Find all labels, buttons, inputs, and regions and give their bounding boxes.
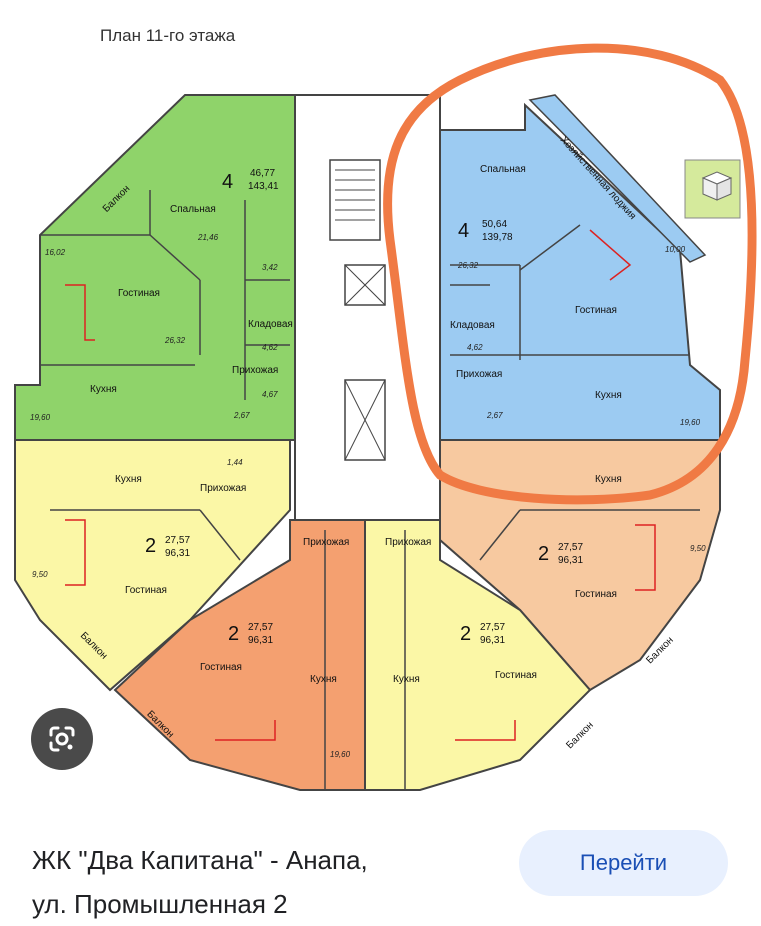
room-label: Прихожая bbox=[385, 537, 431, 548]
area-number: 21,46 bbox=[197, 233, 219, 242]
room-label: Кухня bbox=[310, 674, 337, 685]
area-number: 1,44 bbox=[227, 458, 243, 467]
highlight-circle bbox=[383, 43, 757, 505]
apt-blue-total: 139,78 bbox=[482, 232, 513, 243]
room-label: Кухня bbox=[115, 474, 142, 485]
room-label: Гостиная bbox=[495, 670, 537, 681]
room-label: Кладовая bbox=[450, 320, 495, 331]
utility-loggia bbox=[528, 94, 707, 263]
cube-icon bbox=[701, 171, 733, 201]
area-number: 19,60 bbox=[30, 413, 51, 422]
area-number: 19,60 bbox=[330, 750, 351, 759]
room-label: Спальная bbox=[170, 204, 216, 215]
apt-green-living: 46,77 bbox=[250, 168, 275, 179]
apt-yl-rooms: 2 bbox=[145, 535, 156, 557]
area-number: 4,67 bbox=[262, 390, 278, 399]
apt-yl-living: 27,57 bbox=[165, 535, 190, 546]
google-lens-button[interactable] bbox=[31, 708, 93, 770]
apt-or-total: 96,31 bbox=[248, 635, 273, 646]
apartment-yellow-left bbox=[14, 439, 291, 692]
floor-plan-image[interactable]: 4 46,77 143,41 4 50,64 139,78 2 27,57 96… bbox=[0, 0, 761, 800]
go-button[interactable]: Перейти bbox=[519, 830, 728, 896]
room-label: Гостиная bbox=[125, 585, 167, 596]
caption-line-1: ЖК "Два Капитана" - Анапа, bbox=[32, 845, 368, 875]
area-number: 3,42 bbox=[262, 263, 278, 272]
plan-title: План 11-го этажа bbox=[100, 26, 236, 45]
area-number: 9,50 bbox=[32, 570, 48, 579]
apt-yb-total: 96,31 bbox=[480, 635, 505, 646]
area-number: 26,32 bbox=[457, 261, 479, 270]
room-label: Гостиная bbox=[118, 288, 160, 299]
apt-green-rooms: 4 bbox=[222, 171, 233, 193]
room-label: Прихожая bbox=[303, 537, 349, 548]
room-label: Гостиная bbox=[575, 305, 617, 316]
floor-plan-svg: 4 46,77 143,41 4 50,64 139,78 2 27,57 96… bbox=[14, 43, 757, 791]
area-number: 9,50 bbox=[690, 544, 706, 553]
area-number: 4,62 bbox=[467, 343, 483, 352]
apt-yb-rooms: 2 bbox=[460, 623, 471, 645]
room-label: Кухня bbox=[595, 474, 622, 485]
area-number: 16,02 bbox=[45, 248, 66, 257]
apt-blue-rooms: 4 bbox=[458, 220, 469, 242]
area-number: 4,62 bbox=[262, 343, 278, 352]
caption-line-2: ул. Промышленная 2 bbox=[32, 889, 288, 919]
area-number: 26,32 bbox=[164, 336, 186, 345]
room-label: Прихожая bbox=[456, 369, 502, 380]
area-number: 2,67 bbox=[233, 411, 250, 420]
area-number: 2,67 bbox=[486, 411, 503, 420]
google-lens-icon bbox=[49, 726, 75, 752]
apt-pr-total: 96,31 bbox=[558, 555, 583, 566]
area-number: 10,00 bbox=[665, 245, 686, 254]
apt-or-rooms: 2 bbox=[228, 623, 239, 645]
room-label: Кухня bbox=[90, 384, 117, 395]
apartment-yellow-bottom bbox=[364, 519, 592, 791]
room-label: Кладовая bbox=[248, 319, 293, 330]
room-label: Гостиная bbox=[200, 662, 242, 673]
result-caption[interactable]: ЖК "Два Капитана" - Анапа, ул. Промышлен… bbox=[32, 838, 368, 926]
room-label: Прихожая bbox=[200, 483, 246, 494]
area-number: 19,60 bbox=[680, 418, 701, 427]
apt-green-total: 143,41 bbox=[248, 181, 279, 192]
stair-core bbox=[294, 94, 441, 521]
room-label: Прихожая bbox=[232, 365, 278, 376]
apt-yb-living: 27,57 bbox=[480, 622, 505, 633]
room-label: Кухня bbox=[595, 390, 622, 401]
apartment-peach-right bbox=[439, 439, 721, 692]
apt-or-living: 27,57 bbox=[248, 622, 273, 633]
apt-blue-living: 50,64 bbox=[482, 219, 507, 230]
room-label: Спальная bbox=[480, 164, 526, 175]
apt-pr-rooms: 2 bbox=[538, 543, 549, 565]
room-label: Гостиная bbox=[575, 589, 617, 600]
room-label: Кухня bbox=[393, 674, 420, 685]
apt-yl-total: 96,31 bbox=[165, 548, 190, 559]
apt-pr-living: 27,57 bbox=[558, 542, 583, 553]
